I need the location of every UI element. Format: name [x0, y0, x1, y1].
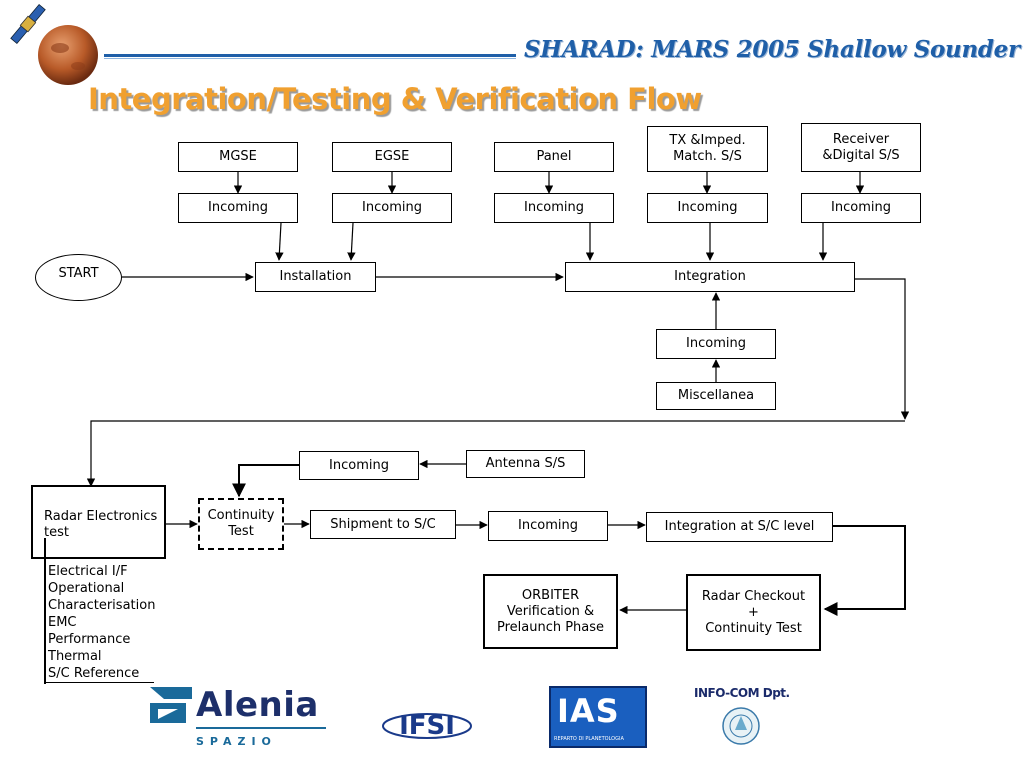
- header-title: SHARAD: MARS 2005 Shallow Sounder: [524, 36, 1020, 63]
- tx-box: TX &Imped. Match. S/S: [647, 126, 768, 172]
- page-title: Integration/Testing & Verification Flow: [88, 82, 702, 116]
- ifsi-emblem-icon: IFSI: [382, 711, 472, 741]
- alenia-sub: SPAZIO: [196, 735, 277, 748]
- infocom-text: INFO-COM Dpt.: [694, 686, 790, 700]
- antenna-box: Antenna S/S: [466, 450, 585, 478]
- ifsi-logo: IFSI: [380, 690, 475, 748]
- ifsi-text: IFSI: [399, 711, 455, 741]
- radar-test-label-line2: test: [44, 525, 69, 540]
- incoming-mgse: Incoming: [178, 193, 298, 223]
- continuity-label-line1: Continuity: [207, 508, 275, 523]
- test-item: Thermal: [48, 649, 102, 664]
- incoming-label: Incoming: [518, 518, 578, 533]
- checkout-label-line2: +: [748, 604, 759, 620]
- integration-sc-label: Integration at S/C level: [664, 519, 815, 534]
- shipment-box: Shipment to S/C: [310, 510, 456, 539]
- integration-label: Integration: [674, 269, 746, 284]
- mars-satellite-logo: [10, 4, 98, 85]
- infocom-logo: INFO-COM Dpt.: [694, 686, 800, 752]
- orbiter-box: ORBITER Verification & Prelaunch Phase: [483, 574, 618, 649]
- mgse-box: MGSE: [178, 142, 298, 172]
- receiver-box: Receiver &Digital S/S: [801, 123, 921, 172]
- alenia-mark-icon: [150, 687, 192, 723]
- incoming-egse: Incoming: [332, 193, 452, 223]
- header-rule: [104, 54, 516, 57]
- continuity-test-box: Continuity Test: [198, 498, 284, 550]
- continuity-label-line2: Test: [228, 524, 254, 539]
- test-list-bracket: [44, 538, 46, 684]
- test-item: EMC: [48, 615, 77, 630]
- panel-label: Panel: [536, 149, 572, 164]
- start-node: START: [35, 254, 122, 301]
- test-item: Operational: [48, 581, 125, 596]
- receiver-label-line2: &Digital S/S: [822, 147, 900, 163]
- alenia-name: Alenia: [196, 685, 319, 725]
- test-item: Electrical I/F: [48, 564, 128, 579]
- installation-label: Installation: [279, 269, 352, 284]
- orbiter-label-line1: ORBITER: [521, 587, 580, 603]
- incoming-receiver: Incoming: [801, 193, 921, 223]
- incoming-label: Incoming: [831, 200, 891, 215]
- alenia-logo: Alenia SPAZIO: [150, 683, 330, 753]
- orbiter-label-line2: Verification &: [506, 603, 595, 619]
- integration-sc-box: Integration at S/C level: [646, 512, 833, 542]
- tx-label-line1: TX &Imped.: [669, 133, 746, 148]
- incoming-label: Incoming: [677, 200, 738, 215]
- alenia-rule: [196, 727, 326, 729]
- ias-logo: IAS REPARTO DI PLANETOLOGIA: [549, 686, 647, 748]
- incoming-shipment: Incoming: [488, 511, 608, 541]
- radar-test-label-line1: Radar Electronics: [44, 509, 158, 524]
- egse-label: EGSE: [374, 149, 410, 164]
- antenna-label: Antenna S/S: [485, 456, 566, 471]
- miscellanea-box: Miscellanea: [656, 382, 776, 410]
- incoming-label: Incoming: [362, 200, 422, 215]
- ias-sub: REPARTO DI PLANETOLOGIA: [554, 736, 624, 742]
- radar-checkout-box: Radar Checkout + Continuity Test: [686, 574, 821, 651]
- tx-label-line2: Match. S/S: [673, 149, 742, 164]
- incoming-label: Incoming: [208, 200, 268, 215]
- miscellanea-label: Miscellanea: [677, 388, 755, 403]
- test-item: Characterisation: [48, 598, 156, 613]
- orbiter-label-line3: Prelaunch Phase: [496, 619, 605, 635]
- checkout-label-line3: Continuity Test: [705, 620, 802, 636]
- receiver-label-line1: Receiver: [832, 131, 890, 147]
- incoming-misc: Incoming: [656, 329, 776, 359]
- test-list-bracket-bottom: [44, 682, 154, 683]
- incoming-label: Incoming: [524, 200, 584, 215]
- installation-box: Installation: [255, 262, 376, 292]
- header-rule-shadow: [104, 58, 516, 59]
- incoming-tx: Incoming: [647, 193, 768, 223]
- incoming-panel: Incoming: [494, 193, 614, 223]
- radar-electronics-test-box: Radar Electronics test: [31, 485, 166, 559]
- start-label: START: [58, 266, 99, 281]
- incoming-label: Incoming: [329, 457, 389, 473]
- mgse-label: MGSE: [219, 149, 257, 164]
- ias-text: IAS: [557, 692, 620, 730]
- test-item: S/C Reference: [48, 666, 140, 681]
- egse-box: EGSE: [332, 142, 452, 172]
- incoming-antenna: Incoming: [299, 451, 419, 480]
- test-list: Electrical I/F Operational Characterisat…: [48, 563, 155, 682]
- test-item: Performance: [48, 632, 131, 647]
- integration-box: Integration: [565, 262, 855, 292]
- shipment-label: Shipment to S/C: [330, 516, 436, 532]
- checkout-label-line1: Radar Checkout: [701, 588, 806, 604]
- panel-box: Panel: [494, 142, 614, 172]
- university-seal-icon: [722, 707, 760, 745]
- incoming-label: Incoming: [686, 336, 746, 351]
